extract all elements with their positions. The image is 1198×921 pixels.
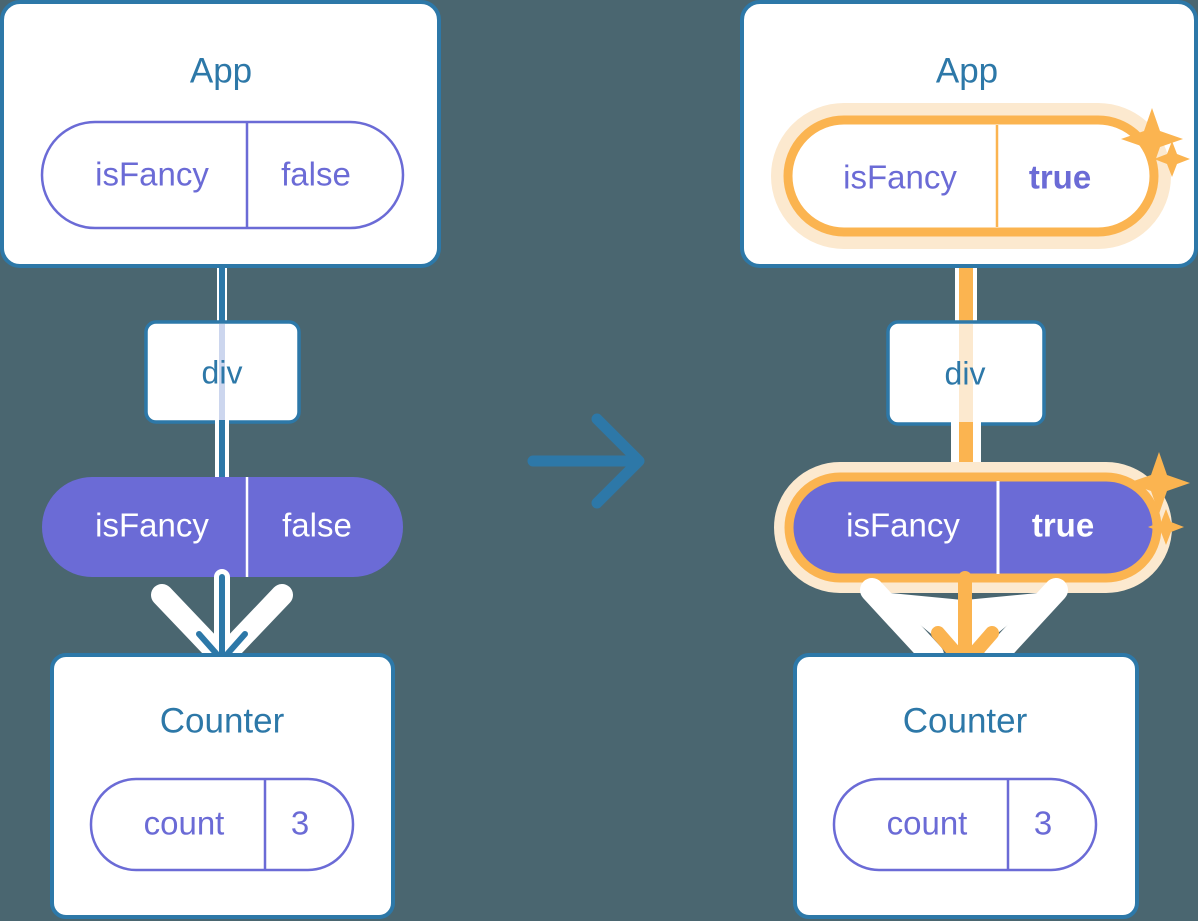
app-title-after: App [936, 51, 998, 90]
panel-before: App isFancy false div [0, 0, 441, 919]
pill-key-label: isFancy [843, 159, 957, 196]
sparkle-icon [1128, 452, 1190, 514]
pill-key-label: isFancy [846, 507, 960, 544]
pill-outline [832, 777, 1098, 872]
pill-value-label: false [282, 507, 352, 544]
node-div-after: div [886, 320, 1046, 426]
pill-value-label: 3 [1034, 805, 1052, 842]
transition-arrow [527, 413, 645, 509]
counter-state-pill-before: count 3 [89, 777, 355, 872]
arrow-props-to-counter-before [188, 569, 256, 670]
pill-value-label: true [1029, 159, 1091, 196]
app-state-pill-before: isFancy false [40, 120, 405, 230]
pill-key-label: count [887, 805, 968, 842]
pill-value-label: 3 [291, 805, 309, 842]
div-internal-line-after [959, 324, 973, 422]
sparkle-icon [1148, 509, 1184, 545]
div-internal-line-before [219, 324, 225, 420]
app-state-pill-after: isFancy true [771, 103, 1171, 249]
props-pill-after: isFancy true [774, 462, 1172, 593]
node-div-before: div [144, 320, 301, 424]
pill-highlight-ring [784, 472, 1162, 583]
pill-value-label: true [1032, 507, 1094, 544]
pill-key-label: isFancy [95, 507, 209, 544]
pill-outline [40, 120, 405, 230]
pill-glow-outer [771, 103, 1171, 249]
sparkle-group-props-after [1128, 452, 1190, 545]
connector-div-to-props-before [215, 420, 229, 482]
sparkle-icon [1154, 141, 1190, 177]
connector-app-to-div-before [217, 215, 227, 335]
counter-state-pill-after: count 3 [832, 777, 1098, 872]
sparkle-icon [1121, 108, 1183, 170]
div-label-before: div [202, 354, 243, 390]
pill-highlight-ring [783, 115, 1159, 237]
panel-after: App isFancy true div [740, 0, 1198, 919]
pill-value-label: false [281, 156, 351, 193]
app-title-before: App [190, 51, 252, 90]
pill-key-label: count [144, 805, 225, 842]
pill-outline [89, 777, 355, 872]
props-pill-before: isFancy false [42, 477, 403, 577]
pill-body [42, 477, 403, 577]
sparkle-group-app-after [1121, 108, 1190, 177]
div-label-after: div [945, 355, 986, 391]
counter-title-before: Counter [160, 701, 285, 740]
pill-key-label: isFancy [95, 156, 209, 193]
counter-title-after: Counter [903, 701, 1028, 740]
